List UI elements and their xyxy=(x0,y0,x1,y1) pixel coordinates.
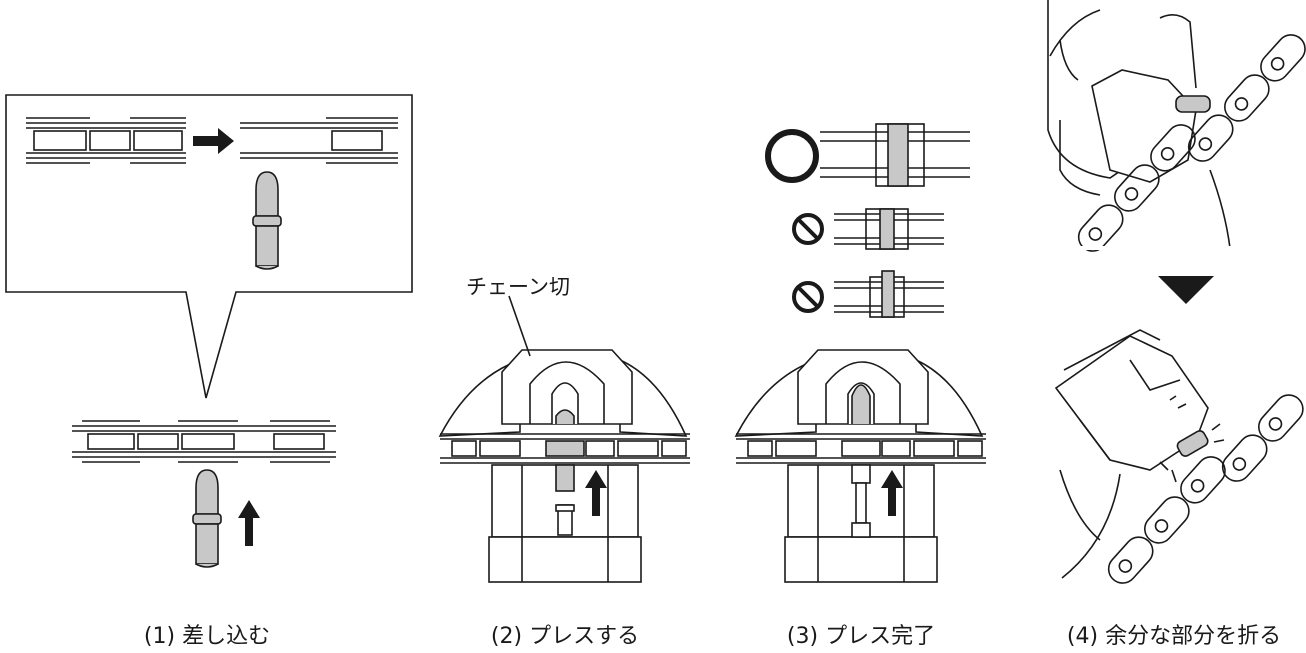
break-after-illustration xyxy=(1054,329,1304,584)
caption-step-3: (3) プレス完了 xyxy=(786,624,936,649)
inspection-ng-1 xyxy=(834,208,944,250)
down-triangle-icon xyxy=(1158,276,1214,304)
caption-step-2: (2) プレスする xyxy=(490,624,640,649)
panel-3-complete xyxy=(734,123,986,583)
inspection-correct xyxy=(765,123,970,187)
break-before-illustration xyxy=(1040,0,1306,252)
chain-main-1 xyxy=(72,420,336,463)
inset-pin xyxy=(252,171,282,270)
inspection-ng-2 xyxy=(834,270,944,318)
callout-box xyxy=(5,94,413,399)
prohibited-icon xyxy=(792,213,824,245)
caption-step-1: (1) 差し込む xyxy=(143,624,271,649)
callout-leader xyxy=(508,295,531,357)
chain-tool-label: チェーン切 xyxy=(466,275,570,299)
inset-chain-left xyxy=(26,117,186,164)
up-arrow-icon xyxy=(238,500,260,546)
prohibited-icon xyxy=(792,281,824,313)
pin-1 xyxy=(192,469,222,568)
caption-step-4: (4) 余分な部分を折る xyxy=(1066,624,1282,649)
right-arrow-icon xyxy=(193,128,234,154)
correct-circle-icon xyxy=(765,129,819,183)
panel-4-break-off xyxy=(1040,0,1306,584)
panel-2-press xyxy=(438,295,690,583)
panel-1-insert xyxy=(5,94,413,568)
inset-chain-right xyxy=(240,117,398,164)
